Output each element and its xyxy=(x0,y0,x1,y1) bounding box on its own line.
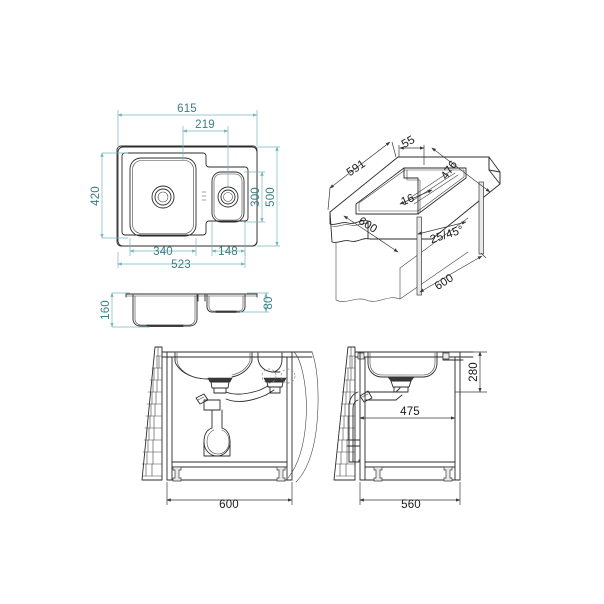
dim-475: 475 xyxy=(400,406,420,418)
dim-80: 80 xyxy=(263,296,275,309)
plan-view-labels: 615 219 420 500 300 340 148 523 xyxy=(90,103,277,271)
dim-500: 500 xyxy=(265,187,277,207)
dim-160: 160 xyxy=(100,300,112,320)
dim-523: 523 xyxy=(171,259,191,271)
dim-615: 615 xyxy=(177,103,197,115)
isometric-view-geometry xyxy=(329,156,501,302)
dim-420: 420 xyxy=(90,186,102,206)
section-right-dimensions: 280 475 560 xyxy=(359,351,487,511)
dim-219: 219 xyxy=(195,119,215,131)
section-left-geometry xyxy=(141,346,319,483)
section-right-geometry xyxy=(333,346,474,482)
dim-280: 280 xyxy=(468,362,480,382)
dim-560: 560 xyxy=(401,499,421,511)
dim-300: 300 xyxy=(250,187,262,207)
plan-view-dimensions xyxy=(100,110,280,268)
isometric-view-dimensions xyxy=(327,141,491,293)
plan-view-geometry xyxy=(116,145,258,247)
profile-view-geometry xyxy=(125,293,258,327)
dim-55: 55 xyxy=(400,134,417,151)
profile-view-dimensions: 160 80 xyxy=(100,292,275,328)
dim-600-cabinet: 600 xyxy=(433,272,456,293)
dim-600-section-left: 600 xyxy=(219,499,239,511)
dim-340: 340 xyxy=(153,246,173,258)
dim-16: 16 xyxy=(400,192,417,208)
dim-591: 591 xyxy=(345,158,368,179)
dim-148: 148 xyxy=(218,246,238,258)
section-left-dimensions: 600 xyxy=(166,482,293,511)
